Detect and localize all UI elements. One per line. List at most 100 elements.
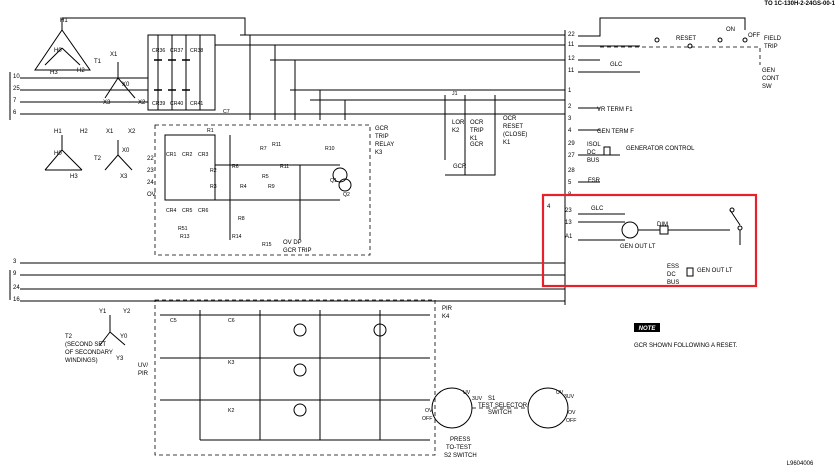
relay-column: LOR K2 OCR TRIP K1 OCR RESET (CLOSE) K1 … — [444, 91, 530, 176]
svg-text:WINDINGS): WINDINGS) — [65, 358, 98, 364]
svg-text:(CLOSE): (CLOSE) — [503, 132, 527, 138]
transformer-t2: H1 H0 H2 H3 T2 X2 X1 X0 X3 — [44, 129, 136, 180]
svg-text:Q1: Q1 — [330, 178, 337, 184]
svg-text:22: 22 — [147, 156, 154, 162]
svg-text:CR41: CR41 — [190, 101, 203, 107]
svg-text:CR40: CR40 — [170, 101, 183, 107]
svg-text:OFF: OFF — [566, 418, 576, 424]
svg-text:TEST SELECTOR: TEST SELECTOR — [478, 403, 528, 409]
svg-text:28: 28 — [568, 168, 575, 174]
svg-text:GEN OUT LT: GEN OUT LT — [620, 244, 656, 250]
svg-text:GCR SHOWN FOLLOWING A RESET.: GCR SHOWN FOLLOWING A RESET. — [634, 343, 738, 349]
svg-text:R14: R14 — [232, 234, 242, 240]
svg-text:X2: X2 — [138, 100, 146, 106]
figure-id: L9604006 — [787, 461, 814, 467]
svg-text:OCR: OCR — [470, 120, 484, 126]
svg-text:UV/: UV/ — [138, 363, 148, 369]
svg-text:H0: H0 — [54, 48, 62, 54]
svg-text:BUS: BUS — [587, 158, 599, 164]
svg-text:GLC: GLC — [610, 62, 623, 68]
svg-text:R2: R2 — [210, 168, 217, 174]
svg-text:24: 24 — [13, 285, 20, 291]
svg-text:NOTE: NOTE — [639, 326, 657, 332]
test-selector: UV 3UV OV OFF UV 3UV OV OFF S1 TEST SELE… — [422, 387, 576, 459]
svg-text:R13: R13 — [180, 234, 190, 240]
svg-text:7: 7 — [13, 98, 17, 104]
svg-text:3: 3 — [13, 259, 17, 265]
svg-text:VR TERM F1: VR TERM F1 — [597, 107, 633, 113]
svg-text:K4: K4 — [442, 314, 450, 320]
svg-text:S1: S1 — [488, 396, 496, 402]
svg-text:11: 11 — [568, 42, 575, 48]
svg-text:ON: ON — [726, 27, 735, 33]
svg-text:ESS: ESS — [667, 264, 679, 270]
svg-text:H3: H3 — [70, 174, 78, 180]
svg-text:4: 4 — [568, 128, 572, 134]
gen-out-light-circuit: 4 23 13 A1 GLC DIM GEN OUT LT ESS DC BUS… — [547, 204, 743, 286]
svg-text:S2 SWITCH: S2 SWITCH — [444, 453, 477, 459]
svg-text:K1: K1 — [470, 136, 478, 142]
svg-text:GCR TRIP: GCR TRIP — [283, 248, 312, 254]
svg-text:TRIP: TRIP — [375, 134, 389, 140]
svg-text:CR5: CR5 — [182, 208, 192, 214]
svg-text:GEN TERM F: GEN TERM F — [597, 129, 634, 135]
svg-text:RESET: RESET — [676, 36, 696, 42]
transformer-t1: H1 H0 H2 H3 T1 X1 X0 X2 X3 — [34, 17, 246, 106]
svg-text:DIM: DIM — [657, 222, 668, 228]
svg-text:OV DP: OV DP — [283, 240, 302, 246]
svg-text:OCR: OCR — [503, 116, 517, 122]
svg-text:T2: T2 — [94, 156, 102, 162]
svg-text:CR38: CR38 — [190, 48, 203, 54]
doc-ref: TO 1C-130H-2-24GS-00-1 — [764, 1, 835, 7]
svg-text:R9: R9 — [268, 184, 275, 190]
svg-text:K3: K3 — [228, 360, 234, 366]
svg-text:UV: UV — [463, 390, 471, 396]
gen-control-switch: RESET ON OFF FIELD TRIP GEN CONT SW GLC — [578, 17, 782, 90]
svg-text:X0: X0 — [122, 148, 130, 154]
svg-text:K3: K3 — [375, 150, 383, 156]
svg-text:23: 23 — [565, 208, 572, 214]
svg-text:13: 13 — [565, 220, 572, 226]
svg-text:C7: C7 — [223, 109, 230, 115]
svg-text:UV: UV — [556, 390, 564, 396]
svg-text:K1: K1 — [503, 140, 511, 146]
svg-text:OV: OV — [568, 410, 576, 416]
svg-text:OF SECONDARY: OF SECONDARY — [65, 350, 113, 356]
svg-text:T1: T1 — [94, 59, 102, 65]
svg-text:3UV: 3UV — [472, 396, 483, 402]
svg-text:GENERATOR CONTROL: GENERATOR CONTROL — [626, 146, 695, 152]
svg-text:GCR: GCR — [453, 164, 467, 170]
svg-text:R11: R11 — [280, 164, 289, 170]
svg-text:R1: R1 — [207, 128, 214, 134]
svg-text:29: 29 — [568, 141, 575, 147]
svg-text:OV: OV — [425, 408, 433, 414]
svg-text:R4: R4 — [240, 184, 247, 190]
svg-text:X1: X1 — [110, 52, 118, 58]
svg-text:R5: R5 — [262, 174, 269, 180]
svg-text:CONT: CONT — [762, 76, 779, 82]
svg-text:R15: R15 — [262, 242, 272, 248]
svg-text:SWITCH: SWITCH — [488, 410, 512, 416]
highlight-box — [541, 193, 758, 288]
svg-text:CR3: CR3 — [198, 152, 208, 158]
svg-text:2: 2 — [568, 104, 572, 110]
svg-text:RELAY: RELAY — [375, 142, 394, 148]
left-connector: 10 25 7 6 3 9 24 16 — [9, 72, 565, 303]
svg-text:FIELD: FIELD — [764, 36, 782, 42]
svg-text:CR1: CR1 — [166, 152, 176, 158]
svg-text:R6: R6 — [232, 164, 239, 170]
svg-text:(SECOND SET: (SECOND SET — [65, 342, 106, 348]
svg-text:27: 27 — [568, 153, 575, 159]
svg-text:5: 5 — [568, 180, 572, 186]
svg-text:OFF: OFF — [422, 416, 432, 422]
right-labels: VR TERM F1 GEN TERM F ISOL DC BUS GENERA… — [578, 107, 695, 184]
svg-text:RESET: RESET — [503, 124, 523, 130]
svg-text:PIR: PIR — [138, 371, 149, 377]
svg-text:23: 23 — [147, 168, 154, 174]
ov-detector-block: 22 23 24 OV CR1 CR2 CR3 CR4 CR5 CR6 C7 R… — [147, 109, 394, 256]
svg-text:C6: C6 — [228, 318, 235, 324]
svg-text:SW: SW — [762, 84, 772, 90]
uv-pir-block: Y1 Y2 Y0 Y3 T2 (SECOND SET OF SECONDARY … — [65, 299, 453, 456]
svg-text:22: 22 — [568, 32, 575, 38]
